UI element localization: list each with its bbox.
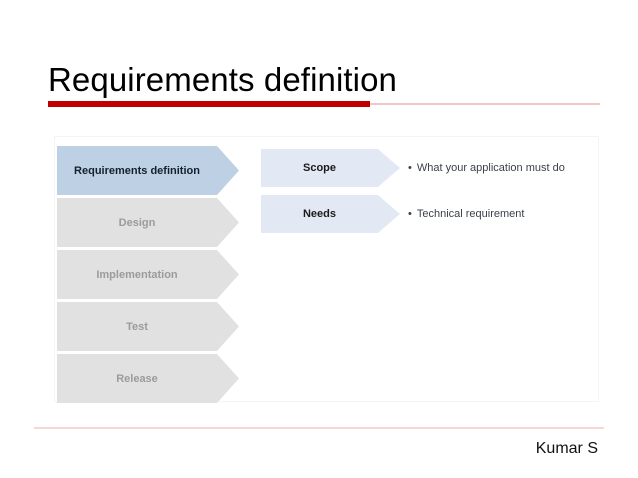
phase-label: Requirements definition bbox=[74, 164, 200, 177]
footer-divider bbox=[34, 427, 604, 429]
subitem-chevron-scope[interactable]: Scope bbox=[261, 149, 400, 187]
phase-chevron-implementation[interactable]: Implementation bbox=[57, 250, 239, 299]
phase-label: Implementation bbox=[96, 268, 178, 281]
phase-chevron-release[interactable]: Release bbox=[57, 354, 239, 403]
bullet-item-scope: • What your application must do bbox=[408, 161, 565, 175]
phase-chevron-test[interactable]: Test bbox=[57, 302, 239, 351]
bullet-text: Technical requirement bbox=[416, 208, 525, 220]
bullet-item-needs: • Technical requirement bbox=[408, 207, 524, 221]
phase-label: Release bbox=[116, 372, 158, 385]
phase-label: Design bbox=[118, 216, 156, 229]
page-title: Requirements definition bbox=[48, 61, 397, 98]
bullet-dot-icon: • bbox=[408, 162, 412, 174]
phase-chevron-requirements-definition[interactable]: Requirements definition bbox=[57, 146, 239, 195]
title-rule-accent bbox=[48, 101, 370, 107]
phase-label: Test bbox=[126, 320, 148, 333]
phase-chevron-design[interactable]: Design bbox=[57, 198, 239, 247]
diagram-panel: Requirements definition Design Implement… bbox=[55, 137, 598, 401]
bullet-dot-icon: • bbox=[408, 208, 412, 220]
subitem-label: Scope bbox=[302, 162, 336, 174]
bullet-text: What your application must do bbox=[416, 162, 565, 174]
subitem-label: Needs bbox=[302, 208, 337, 220]
subitem-chevron-needs[interactable]: Needs bbox=[261, 195, 400, 233]
footer-author: Kumar S bbox=[535, 440, 598, 457]
